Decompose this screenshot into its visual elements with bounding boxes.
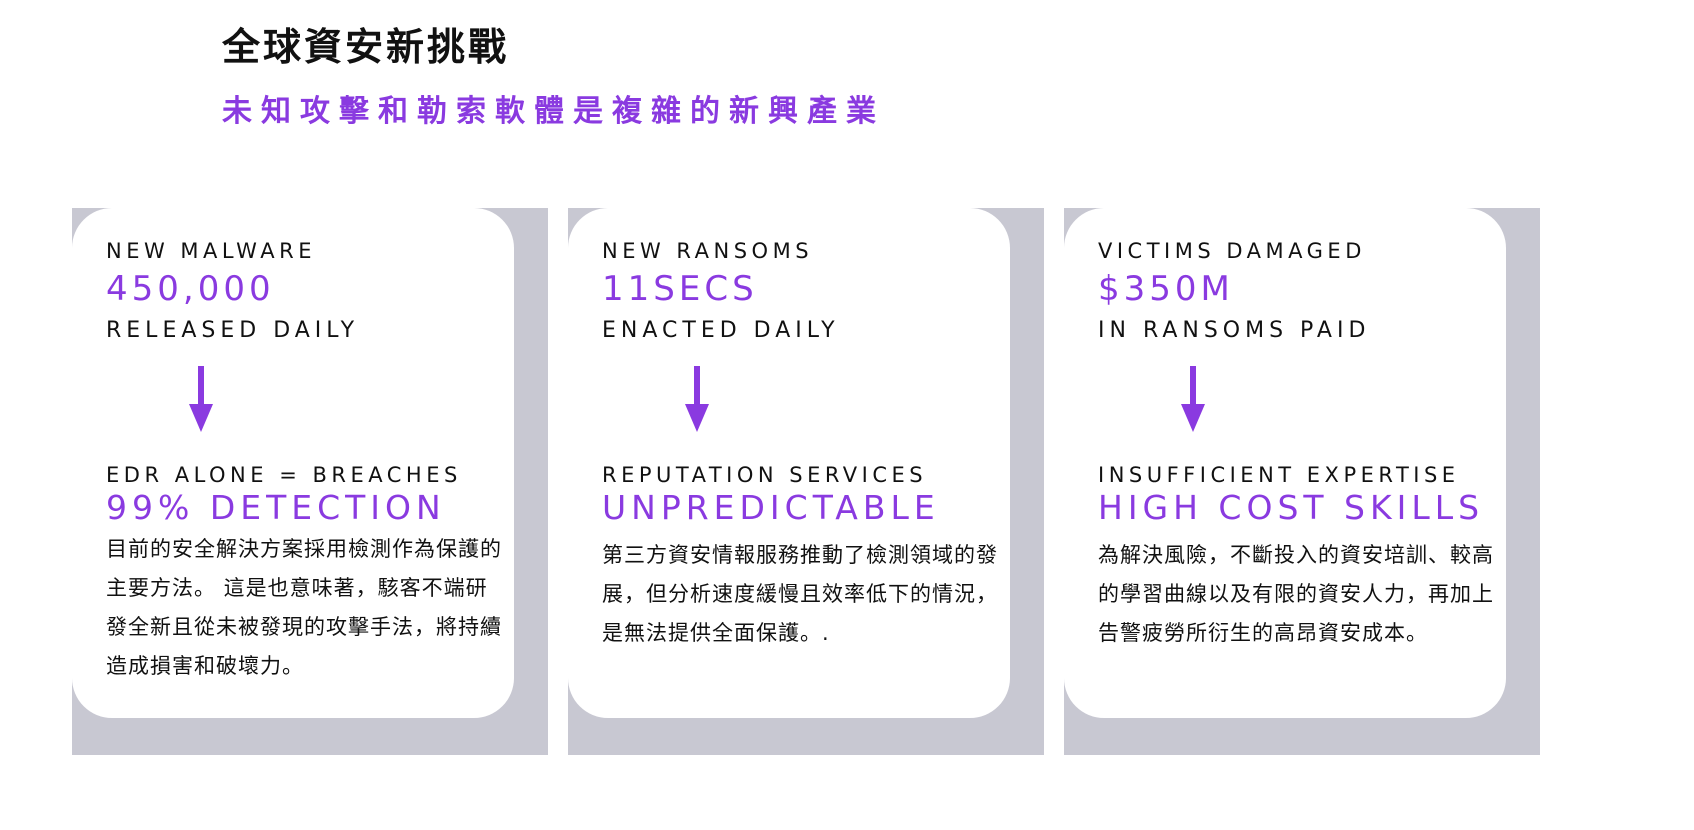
card-panel-victims: VICTIMS DAMAGED $350M IN RANSOMS PAID IN… (1064, 208, 1540, 755)
arrow-down-icon (602, 366, 762, 436)
card-panel-ransoms: NEW RANSOMS 11SECS ENACTED DAILY REPUTAT… (568, 208, 1044, 755)
card-problem-stat: HIGH COST SKILLS (1098, 488, 1485, 527)
card-stat: 11SECS (602, 269, 758, 309)
card-problem-stat: 99% DETECTION (106, 488, 446, 527)
card-label: NEW MALWARE (106, 239, 317, 263)
page-subtitle: 未知攻擊和勒索軟體是複雜的新興產業 (222, 94, 885, 129)
card-label: NEW RANSOMS (602, 239, 814, 263)
card-description: 目前的安全解決方案採用檢測作為保護的主要方法。 這是也意味著，駭客不端研發全新且… (106, 537, 502, 678)
card-stat-caption: ENACTED DAILY (602, 318, 840, 343)
arrow-down-icon (1098, 366, 1258, 436)
card-stat-caption: IN RANSOMS PAID (1098, 318, 1371, 343)
arrow-down-icon (106, 366, 266, 436)
card-victims: VICTIMS DAMAGED $350M IN RANSOMS PAID IN… (1064, 208, 1506, 718)
card-stat-caption: RELEASED DAILY (106, 318, 360, 343)
card-problem: INSUFFICIENT EXPERTISE (1098, 463, 1460, 487)
card-problem-stat: UNPREDICTABLE (602, 488, 940, 527)
card-description: 為解決風險，不斷投入的資安培訓、較高的學習曲線以及有限的資安人力，再加上告警疲勞… (1098, 543, 1494, 645)
card-panel-malware: NEW MALWARE 450,000 RELEASED DAILY EDR A… (72, 208, 548, 755)
card-malware: NEW MALWARE 450,000 RELEASED DAILY EDR A… (72, 208, 514, 718)
card-problem: REPUTATION SERVICES (602, 463, 928, 487)
card-stat: $350M (1098, 269, 1234, 309)
page-title: 全球資安新挑戰 (222, 25, 510, 69)
card-stat: 450,000 (106, 269, 275, 309)
card-problem: EDR ALONE = BREACHES (106, 463, 462, 487)
card-label: VICTIMS DAMAGED (1098, 239, 1366, 263)
card-ransoms: NEW RANSOMS 11SECS ENACTED DAILY REPUTAT… (568, 208, 1010, 718)
card-description: 第三方資安情報服務推動了檢測領域的發展，但分析速度緩慢且效率低下的情況，是無法提… (602, 543, 998, 645)
